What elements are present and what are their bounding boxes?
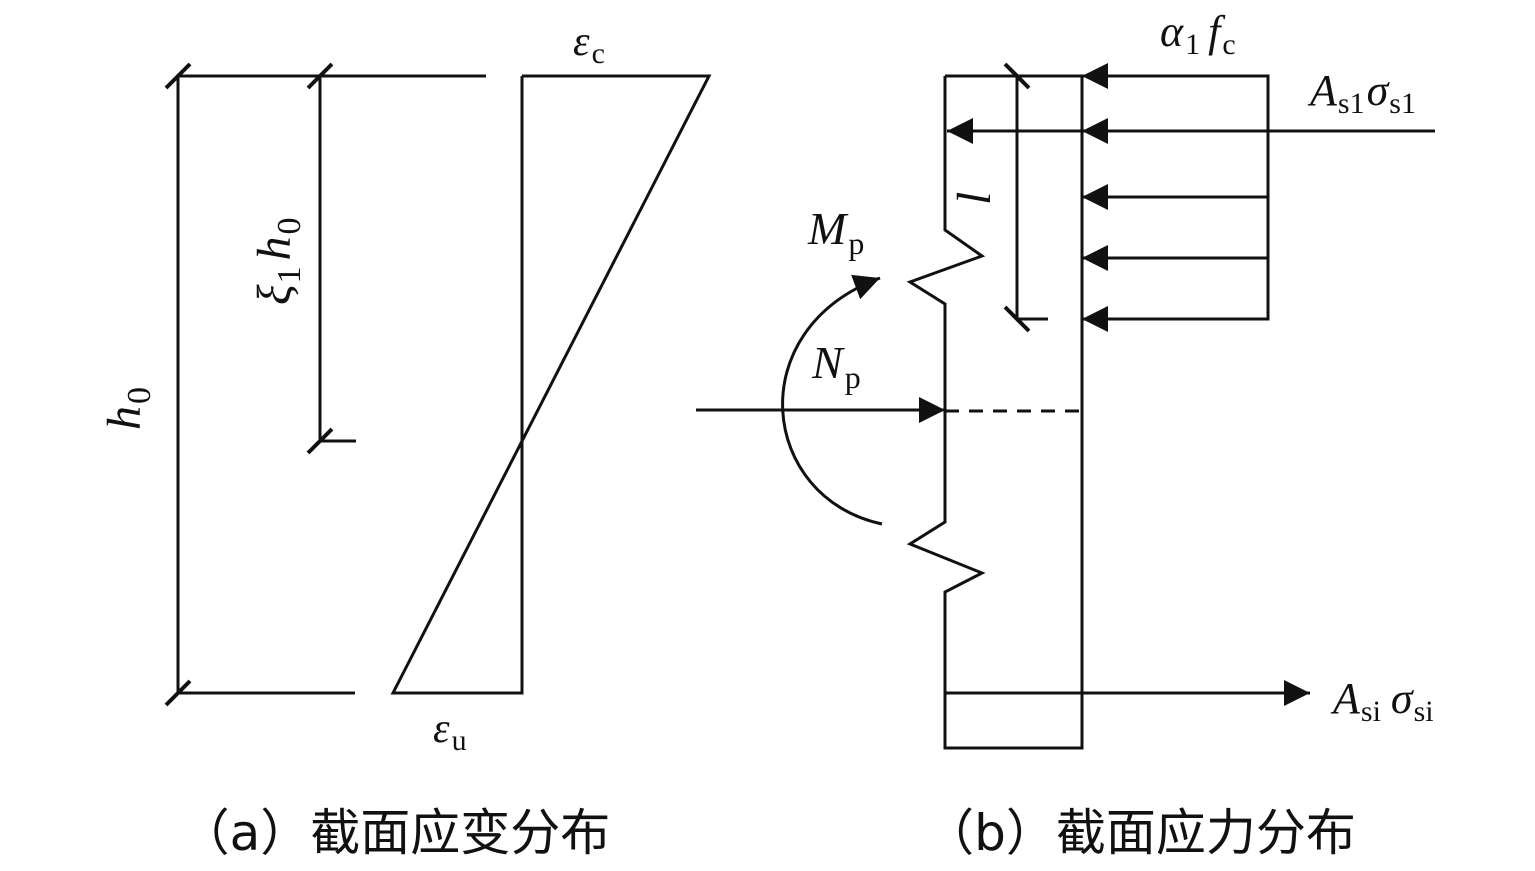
label-As1-sigma-s1: As1σs1: [1307, 66, 1416, 120]
label-xi1-h0: ξ1h0: [248, 217, 308, 305]
l-top-tick: [1003, 62, 1031, 90]
h0-bottom-tick: [164, 679, 192, 707]
section-outline: [906, 74, 1084, 750]
h0-top-tick: [164, 62, 192, 90]
label-epsilon-u: εu: [433, 706, 467, 757]
label-h0: h0: [98, 387, 158, 430]
label-epsilon-c: εc: [573, 19, 605, 70]
label-Np: Np: [811, 337, 861, 395]
xi-h0-top-tick: [306, 62, 334, 90]
moment-arc: [781, 274, 883, 526]
strain-diagram: εc εu h0 ξ1h0: [98, 19, 712, 757]
label-l: l: [948, 192, 1001, 205]
l-bottom-tick: [1003, 305, 1031, 333]
caption-a: （a）截面应变分布: [180, 804, 611, 862]
strain-profile: [390, 74, 712, 695]
xi-h0-bottom-tick: [306, 427, 334, 455]
label-Mp: Mp: [807, 203, 864, 261]
caption-b: （b）截面应力分布: [924, 804, 1356, 862]
